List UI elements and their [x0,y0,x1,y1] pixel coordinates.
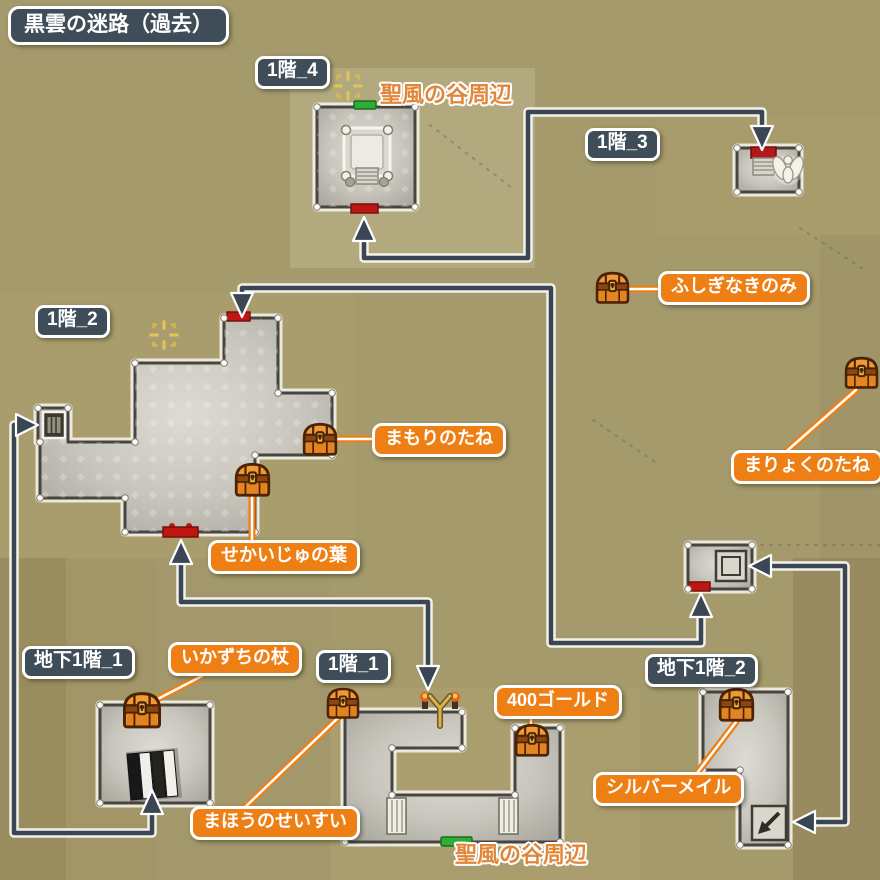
treasure-label-ikazuchi: いかずちの杖 [168,642,302,676]
treasure-label-gold400: 400ゴールド [494,685,623,719]
stairs-icon [125,747,182,803]
bg-seam-lines [429,124,880,546]
treasure-chest-icon-silver [718,687,755,722]
sparkle-icon [333,71,363,101]
treasure-label-silver: シルバーメイル [593,772,745,806]
sparkle-icon [149,320,179,350]
warp-square-icon [750,804,788,842]
treasure-chest-icon-mamori [302,422,338,456]
angel-statue-icon [772,155,804,185]
route-arrow-icon [14,124,817,835]
region-label-b1-1: 地下1階_1 [22,646,135,679]
treasure-label-fushigi: ふしぎなきのみ [658,271,810,305]
treasure-chest-icon-mahou [326,687,360,719]
route-warp-b1-2 [763,563,848,825]
room-1f3-interior [750,146,804,185]
route-1f2-warp-room [239,285,704,646]
region-label-1f2: 1階_2 [35,305,110,338]
treasure-label-mamori: まもりのたね [372,423,506,457]
map-exit-text-top: 聖風の谷周辺 [380,82,513,107]
region-label-1f3: 1階_3 [585,128,660,161]
map-exit-text-bottom: 聖風の谷周辺 [455,842,588,867]
region-label-b1-2: 地下1階_2 [645,654,758,687]
region-label-1f4: 1階_4 [255,56,330,89]
columns [386,797,519,835]
route-1f4-1f3 [361,109,765,261]
map-title: 黒雲の迷路（過去） [8,6,229,46]
region-label-1f1: 1階_1 [316,650,391,683]
warp-square-icon [714,549,748,583]
route-1f2-1f1 [178,555,431,675]
treasure-chest-icon-fushigi [595,271,630,304]
treasure-label-mahou: まほうのせいすい [190,806,360,840]
room-1f4-altar [340,124,394,187]
rooms [33,102,804,850]
treasure-label-sekaiju: せかいじゅの葉 [208,540,360,574]
entrance-gate-icon [420,692,460,729]
treasure-chest-icon-maryoku [844,356,879,389]
treasure-chest-icon-ikazuchi [122,692,162,729]
label-connectors [146,285,860,816]
door-icon [41,410,67,440]
treasure-chest-icon-gold400 [514,723,550,757]
route-lines [9,107,850,838]
treasure-chest-icon-sekaiju [234,462,271,497]
treasure-label-maryoku: まりょくのたね [731,450,880,484]
